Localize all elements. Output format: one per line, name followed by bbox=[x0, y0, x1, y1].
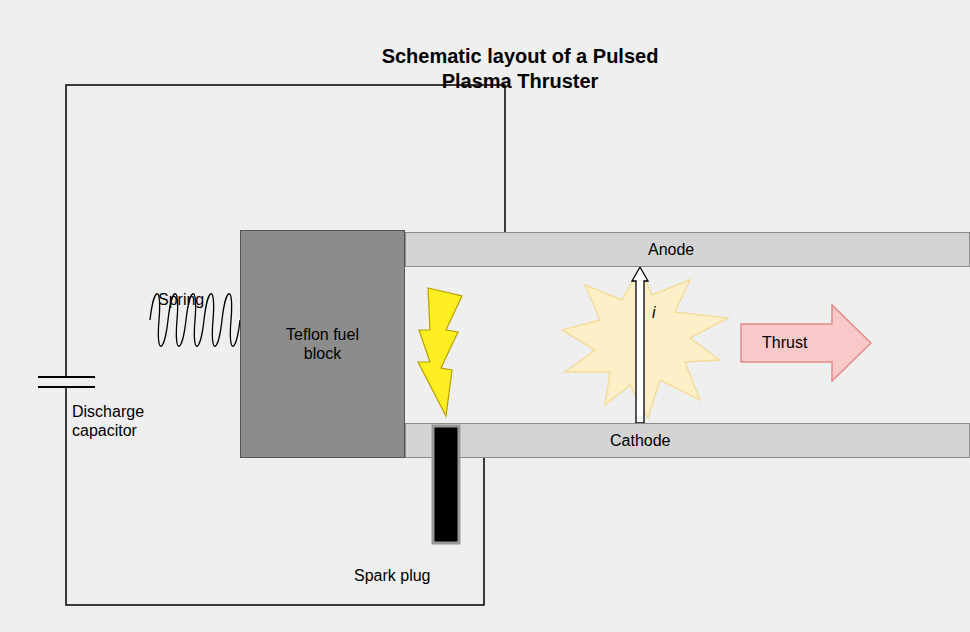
node-text: Teflon fuel block bbox=[277, 325, 368, 363]
spark-plug bbox=[433, 426, 459, 543]
thrust-arrow: Thrust bbox=[740, 304, 872, 382]
capacitor-plate bbox=[38, 376, 95, 378]
fuel-block: Teflon fuel block bbox=[240, 230, 405, 458]
lightning-spark bbox=[418, 288, 462, 416]
anode-bar: Anode bbox=[405, 232, 970, 267]
current-arrow bbox=[632, 267, 648, 423]
part-label: Spring bbox=[158, 290, 238, 309]
diagram-title: Schematic layout of a Pulsed Plasma Thru… bbox=[355, 44, 685, 94]
part-label: Discharge capacitor bbox=[72, 402, 172, 440]
plasma-flash bbox=[562, 268, 728, 418]
node-text: Anode bbox=[648, 240, 694, 259]
node-text: Thrust bbox=[762, 333, 807, 352]
current-label: i bbox=[652, 303, 656, 322]
capacitor-plate bbox=[38, 386, 95, 388]
node-text: Cathode bbox=[610, 431, 671, 450]
cathode-bar: Cathode bbox=[405, 423, 970, 458]
part-label: Spark plug bbox=[354, 566, 444, 585]
